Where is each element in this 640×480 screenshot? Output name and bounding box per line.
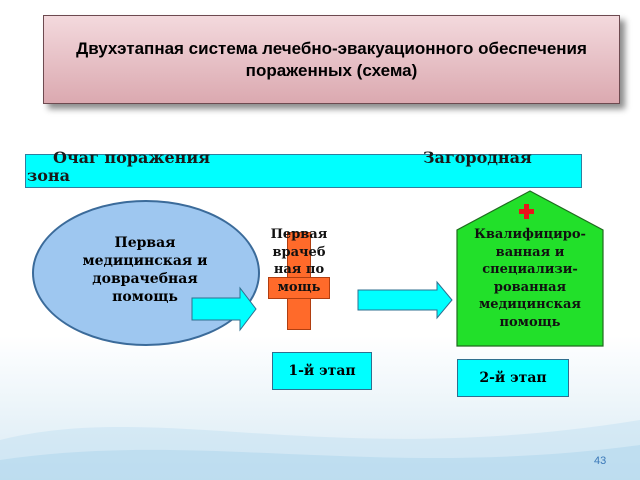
arrow-right-2: [357, 280, 453, 320]
first-aid-oval: [32, 200, 260, 346]
green-house: [456, 190, 604, 347]
orange-cross-horizontal: [268, 277, 330, 299]
band-wrap-text: зона: [27, 166, 70, 185]
title-text: Двухэтапная система лечебно-эвакуационно…: [76, 38, 587, 80]
stage-1-label: 1-й этап: [288, 363, 356, 379]
bottom-wave-decoration: [0, 420, 640, 480]
page-number: 43: [594, 455, 607, 467]
stage-1-box: 1-й этап: [272, 352, 372, 390]
first-aid-label: Первая медицинская и доврачебная помощь: [82, 235, 208, 305]
stage-2-box: 2-й этап: [457, 359, 569, 397]
stage-2-label: 2-й этап: [479, 370, 547, 386]
band-left-text: Очаг поражения: [53, 148, 211, 167]
title-box: Двухэтапная система лечебно-эвакуационно…: [43, 15, 620, 104]
band-label-right: Загородная: [423, 148, 532, 167]
cross-label: Первая врачебная помощь: [270, 227, 328, 295]
red-cross-icon-h: [519, 209, 534, 214]
arrow-right-1: [191, 286, 257, 332]
house-label: Квалифициро-ванная и специализи-рованная…: [474, 227, 586, 330]
location-band: [25, 154, 582, 188]
